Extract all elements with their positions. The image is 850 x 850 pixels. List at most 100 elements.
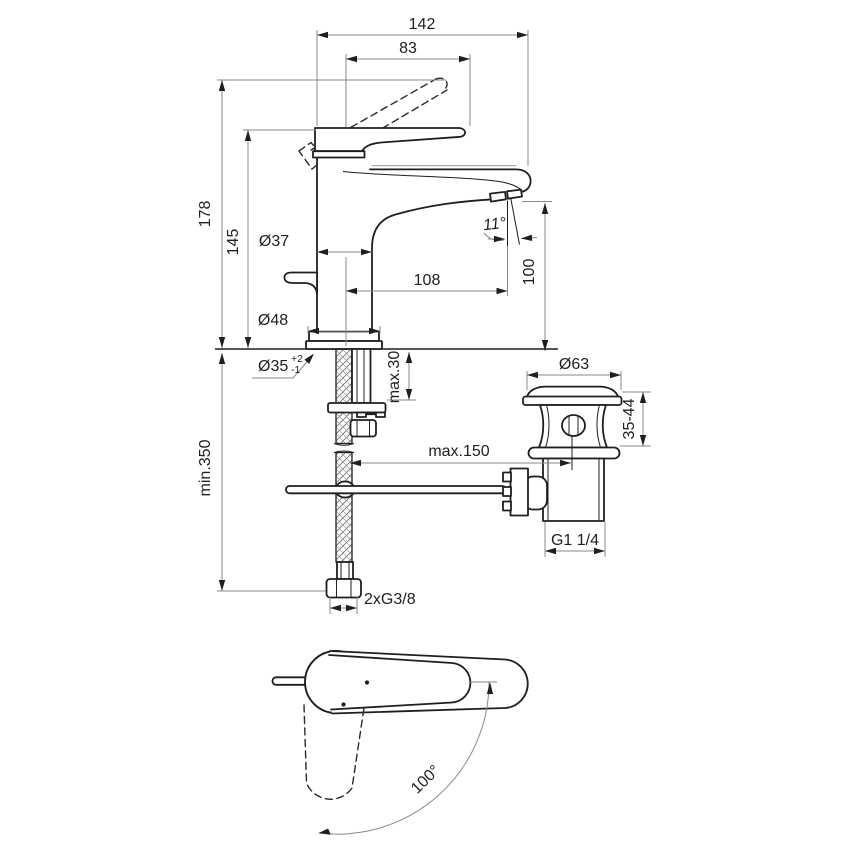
outlet-angle-reference <box>507 198 520 296</box>
dimension-arrowhead <box>350 459 361 467</box>
dim-supply-thread: 2xG3/8 <box>329 591 416 614</box>
dim-handle-projection-83: 83 <box>345 40 471 127</box>
dimension-arrowhead <box>639 392 647 403</box>
hose-connection-nut <box>325 578 362 599</box>
dim-label-o63: Ø63 <box>559 356 589 373</box>
dimension-arrowhead <box>218 580 226 591</box>
dim-outlet-angle-11: 11° <box>482 215 538 243</box>
dimension-arrowhead <box>541 340 549 351</box>
dim-height-145: 145 <box>225 129 316 348</box>
arc-arrow-left <box>318 828 331 835</box>
dimension-arrowhead <box>560 459 571 467</box>
rod-clamp-body <box>509 467 529 517</box>
dimension-arrowhead <box>218 353 226 364</box>
dimensions: 142 83 178 145 Ø37 <box>197 16 651 614</box>
pop-up-knob <box>283 271 318 295</box>
dimension-arrowhead <box>527 371 538 379</box>
dimension-arrowhead <box>346 55 357 63</box>
dim-label-142: 142 <box>409 16 436 33</box>
dimension-arrowhead <box>405 352 413 363</box>
dimension-arrowhead <box>317 31 328 39</box>
cartridge-collar <box>312 150 366 159</box>
hose-lower <box>335 451 353 563</box>
mounting-shank <box>351 348 372 404</box>
dim-label-o35-plus: +2 <box>291 353 303 365</box>
dim-label-o48: Ø48 <box>258 312 288 329</box>
handle-lever <box>314 127 466 153</box>
dim-label-g114: G1 1/4 <box>551 532 599 549</box>
arc-arrow-up <box>486 682 494 694</box>
lever-hole <box>561 414 586 437</box>
dimension-arrowhead <box>346 287 357 295</box>
supply-hose <box>325 348 362 599</box>
waste-plug-dome <box>526 385 619 398</box>
pop-up-rod <box>285 485 507 495</box>
dimension-arrowhead <box>594 547 605 555</box>
dim-max-rod-150: max.150 <box>350 443 571 467</box>
hose-end-fitting <box>336 561 354 580</box>
dim-min-hose-350: min.350 <box>197 353 326 592</box>
mounting-nut <box>349 419 377 438</box>
handle-top-fill <box>329 655 471 710</box>
base-flange <box>308 330 380 342</box>
dim-label-max150: max.150 <box>428 443 489 460</box>
dim-label-o37: Ø37 <box>259 233 289 250</box>
dimension-arrowhead <box>494 235 505 243</box>
dimension-arrowhead <box>308 327 319 335</box>
dim-outlet-height-100: 100 <box>521 201 552 351</box>
dim-label-2xg38: 2xG3/8 <box>364 591 416 608</box>
dim-body-diameter-37: Ø37 <box>259 233 372 256</box>
faucet-body <box>283 127 533 350</box>
dimension-arrowhead <box>610 371 621 379</box>
dimension-arrowhead <box>639 435 647 446</box>
dim-label-145: 145 <box>225 229 242 256</box>
waste-body-inner-wall <box>545 404 601 448</box>
dimension-arrowhead <box>346 604 357 612</box>
dimension-arrowhead <box>521 234 533 242</box>
aerator <box>489 188 523 203</box>
dimension-arrowhead <box>496 287 508 295</box>
dim-waste-thread: G1 1/4 <box>544 522 606 557</box>
dimension-arrowhead <box>330 604 341 612</box>
dimension-arrowhead <box>541 203 549 214</box>
dim-label-178: 178 <box>197 201 214 228</box>
faucet-neck-and-underside <box>371 198 494 332</box>
handle-rotated-dashed <box>303 704 365 800</box>
dimension-arrowhead <box>244 337 252 348</box>
waste-flange <box>522 395 623 406</box>
waste-lower-flange <box>527 446 621 460</box>
dim-label-83: 83 <box>399 40 417 57</box>
dimension-arrowhead <box>304 353 314 364</box>
dimension-arrowhead <box>244 130 252 141</box>
dim-total-height-178: 178 <box>197 79 446 348</box>
dim-max-deck-30: max.30 <box>386 351 416 404</box>
dim-label-100deg: 100° <box>408 762 444 797</box>
handle-pivot-dot <box>364 680 370 685</box>
spout-body-top <box>329 650 529 715</box>
dimension-arrowhead <box>459 55 470 63</box>
hose-break-mark <box>333 443 355 453</box>
base-plate <box>305 340 383 350</box>
dim-hole-diameter-35: Ø35 +2 -1 <box>252 353 314 379</box>
dim-total-projection-142: 142 <box>316 16 529 166</box>
mounting-hardware <box>327 348 387 438</box>
side-view: 142 83 178 145 Ø37 <box>197 16 651 614</box>
dim-label-3544: 35-44 <box>621 398 638 439</box>
dim-label-108: 108 <box>414 272 441 289</box>
top-view: 100° <box>271 650 529 835</box>
handle-marker-dot <box>341 702 346 707</box>
spout-top-edge <box>369 168 532 194</box>
dim-label-11deg: 11° <box>482 215 507 234</box>
dimension-arrowhead <box>369 327 380 335</box>
horseshoe-washer <box>327 402 387 414</box>
dim-label-max30: max.30 <box>386 351 403 404</box>
dim-label-min350: min.350 <box>197 439 214 496</box>
dimension-arrowhead <box>218 337 226 348</box>
dim-label-o35: Ø35 <box>258 358 288 375</box>
spout-inner-contour <box>342 171 523 191</box>
washer-notch <box>356 411 386 418</box>
dimension-arrowhead <box>218 80 226 91</box>
clamp-tooth <box>502 471 512 483</box>
dimension-arrowhead <box>317 248 328 256</box>
